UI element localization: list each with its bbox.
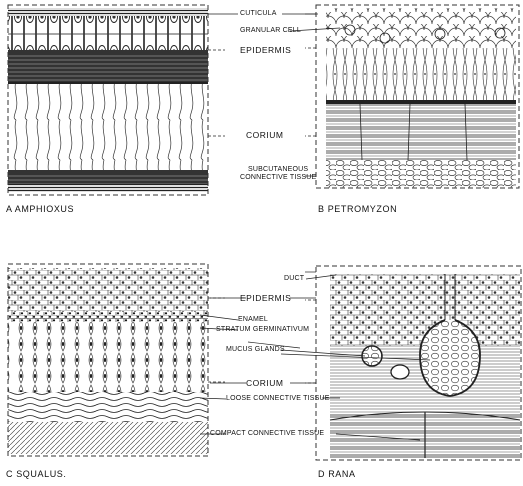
- panel-d-rana: [305, 266, 521, 460]
- label-corium-a: CORIUM: [246, 131, 283, 139]
- caption-d: D RANA: [318, 470, 356, 478]
- label-enamel: ENAMEL: [238, 316, 268, 324]
- label-epidermis-c: EPIDERMIS: [240, 294, 291, 302]
- label-subcutaneous-1: SUBCUTANEOUS: [248, 166, 308, 174]
- label-compact-connective-tissue: COMPACT CONNECTIVE TISSUE: [210, 430, 324, 438]
- label-mucus-glands: MUCUS GLANDS: [226, 346, 285, 354]
- label-cuticula: CUTICULA: [240, 10, 277, 18]
- panel-c-squalus: [8, 264, 225, 456]
- panel-b-petromyzon: [305, 5, 519, 188]
- label-subcutaneous-2: CONNECTIVE TISSUE: [240, 174, 316, 182]
- caption-a: A AMPHIOXUS: [6, 205, 74, 213]
- panel-a-amphioxus: [8, 5, 238, 195]
- label-loose-connective-tissue: LOOSE CONNECTIVE TISSUE: [226, 395, 330, 403]
- label-corium-c: CORIUM: [246, 379, 283, 387]
- label-epidermis-a: EPIDERMIS: [240, 46, 291, 54]
- label-duct: DUCT: [284, 275, 304, 283]
- caption-b: B PETROMYZON: [318, 205, 397, 213]
- caption-c: C SQUALUS.: [6, 470, 67, 478]
- label-stratum-germinativum: STRATUM GERMINATIVUM: [216, 326, 309, 334]
- label-granular-cell: GRANULAR CELL: [240, 27, 301, 35]
